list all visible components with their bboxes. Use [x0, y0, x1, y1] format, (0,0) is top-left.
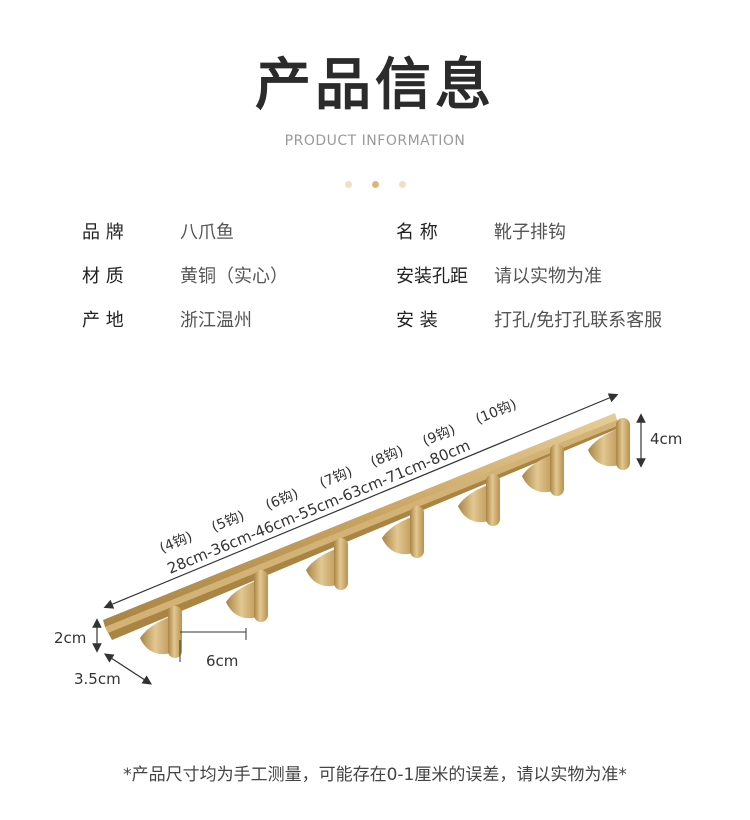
spec-label: 名 称 — [396, 222, 438, 243]
dot-icon — [344, 181, 352, 188]
spacing-label: 6cm — [206, 652, 238, 670]
spec-value: 请以实物为准 — [494, 266, 602, 287]
height-label: 4cm — [650, 430, 682, 448]
measurement-disclaimer: *产品尺寸均为手工测量，可能存在0-1厘米的误差，请以实物为准* — [123, 765, 627, 785]
hook — [382, 506, 424, 558]
spec-label: 材 质 — [82, 266, 124, 287]
spec-label: 安装孔距 — [396, 266, 468, 287]
spec-material: 材 质 黄铜（实心） — [82, 262, 288, 288]
depth-label: 3.5cm — [74, 670, 121, 688]
spec-installation: 安 装 打孔/免打孔联系客服 — [396, 306, 662, 332]
spec-origin: 产 地 浙江温州 — [82, 306, 252, 332]
hook — [588, 418, 630, 470]
hook — [522, 444, 564, 496]
spec-value: 打孔/免打孔联系客服 — [494, 310, 663, 331]
hook-count-10: (10钩) — [473, 397, 519, 428]
dot-icon — [398, 181, 406, 188]
spec-value: 八爪鱼 — [180, 222, 234, 243]
thickness-label: 2cm — [54, 629, 86, 647]
hooks-group — [140, 418, 630, 658]
page-subtitle: PRODUCT INFORMATION — [284, 133, 466, 149]
spec-label: 安 装 — [396, 310, 438, 331]
bar-top — [103, 413, 617, 627]
hook — [226, 570, 268, 622]
length-dimension-line — [103, 393, 619, 609]
spec-name: 名 称 靴子排钩 — [396, 218, 566, 244]
spec-brand: 品 牌 八爪鱼 — [82, 218, 234, 244]
page-title: 产品信息 — [255, 53, 495, 118]
spec-label: 产 地 — [82, 310, 124, 331]
hook — [458, 474, 500, 526]
spec-value: 浙江温州 — [180, 310, 252, 331]
spec-hole-spacing: 安装孔距 请以实物为准 — [396, 262, 602, 288]
hook — [306, 538, 348, 590]
spec-label: 品 牌 — [82, 222, 124, 243]
bar-face — [105, 420, 622, 633]
dot-active-icon — [371, 181, 379, 188]
spec-value: 靴子排钩 — [494, 222, 566, 243]
hook — [140, 606, 182, 658]
depth-dimension-line — [103, 653, 153, 685]
decorative-dots — [0, 173, 750, 192]
spec-value: 黄铜（实心） — [180, 266, 288, 287]
